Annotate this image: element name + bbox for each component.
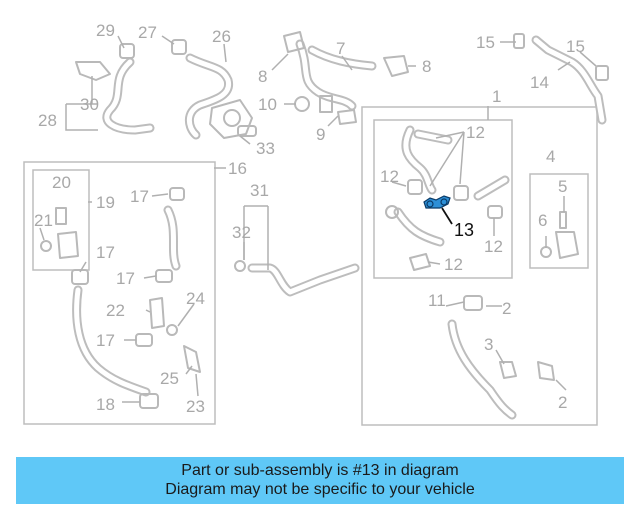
callout-label: 19 [96, 193, 115, 212]
callout-label: 7 [336, 39, 345, 58]
hose-assembly-box-12 [385, 125, 510, 271]
group-box-1 [361, 106, 598, 426]
callout-label: 29 [96, 21, 115, 40]
group-box-12 [373, 119, 513, 279]
callout-label: 30 [80, 95, 99, 114]
callout-label: 1 [492, 87, 501, 106]
banner-line-disclaimer: Diagram may not be specific to your vehi… [165, 481, 475, 498]
banner-line-part: Part or sub-assembly is #13 in diagram [181, 462, 459, 479]
callout-label: 17 [130, 187, 149, 206]
callout-label: 17 [96, 243, 115, 262]
callout-label: 11 [428, 291, 446, 310]
callout-label: 31 [250, 181, 269, 200]
callout-label-13: 13 [454, 220, 474, 240]
callout-label: 18 [96, 395, 115, 414]
callout-label: 16 [228, 159, 247, 178]
hose-assembly-box-16 [40, 187, 201, 409]
callout-label: 15 [566, 37, 585, 56]
callout-label: 24 [186, 289, 205, 308]
callout-label: 12 [444, 255, 463, 274]
callout-label: 12 [484, 237, 503, 256]
callout-label: 17 [116, 269, 135, 288]
callout-label: 25 [160, 369, 179, 388]
hose-assembly-box-11 [447, 295, 555, 420]
callout-label: 28 [38, 111, 57, 130]
callout-label: 9 [316, 125, 325, 144]
callout-label: 2 [502, 299, 511, 318]
callout-label: 32 [232, 223, 251, 242]
info-banner: Part or sub-assembly is #13 in diagram D… [16, 457, 624, 504]
callout-label: 5 [558, 177, 567, 196]
group-box-16 [23, 161, 216, 425]
hose-assembly-top-left [75, 39, 257, 140]
callout-label: 20 [52, 173, 71, 192]
parts-diagram: 29 27 26 15 15 7 8 8 30 14 28 10 1 9 33 … [23, 21, 609, 426]
callout-label: 12 [380, 167, 399, 186]
pipe-assembly-center [234, 260, 360, 297]
part-13-highlight[interactable] [423, 195, 453, 225]
callout-label: 10 [258, 95, 277, 114]
callout-label: 3 [484, 335, 493, 354]
callout-label: 6 [538, 211, 547, 230]
pipe-assembly-top-right [513, 33, 609, 125]
callout-label: 12 [466, 123, 485, 142]
group-box-4 [529, 173, 589, 269]
callout-label: 27 [138, 23, 157, 42]
callout-label: 21 [34, 211, 53, 230]
callout-label: 8 [422, 57, 431, 76]
callout-labels: 29 27 26 15 15 7 8 8 30 14 28 10 1 9 33 … [34, 21, 585, 416]
callout-label: 4 [546, 147, 555, 166]
leader-lines [39, 35, 597, 403]
callout-label: 8 [258, 67, 267, 86]
callout-label: 33 [256, 139, 275, 158]
callout-label: 2 [558, 393, 567, 412]
callout-label: 17 [96, 331, 115, 350]
callout-label: 14 [530, 73, 549, 92]
group-box-19 [32, 169, 90, 271]
callout-label: 22 [106, 301, 125, 320]
callout-label: 26 [212, 27, 231, 46]
callout-label: 15 [476, 33, 495, 52]
callout-label: 23 [186, 397, 205, 416]
hose-assembly-top-middle [283, 31, 409, 125]
